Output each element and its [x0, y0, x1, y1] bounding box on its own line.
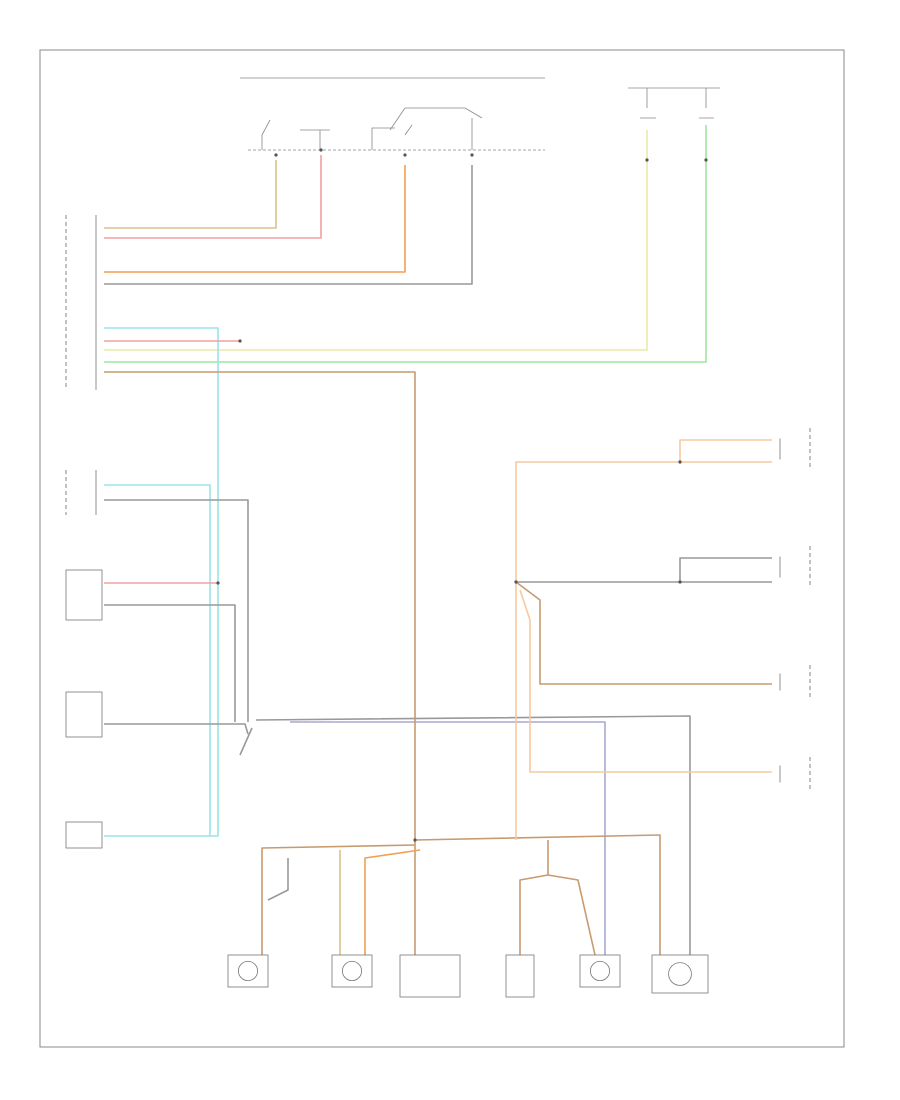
wire-w-orange-top: [104, 165, 406, 273]
wire-w-gray-right: [516, 557, 772, 583]
wire-w-brown-bus: [414, 834, 661, 955]
splice-dot: [704, 158, 708, 162]
splice-dot: [645, 158, 649, 162]
wire-w-brown-split: [519, 840, 549, 955]
components: [65, 215, 811, 998]
component-relay-box: [399, 954, 461, 998]
wire-w-cyan-b: [104, 484, 211, 836]
splice-dot: [470, 153, 474, 157]
wire-w-brown-split2: [547, 874, 596, 956]
splice-dot: [678, 460, 682, 464]
wire-w-violet: [290, 721, 606, 960]
splice-dot: [413, 838, 417, 842]
wire-w-green-right: [104, 125, 707, 363]
wire-w-orange-bottom: [364, 849, 421, 955]
wire-w-gray-ign: [267, 858, 289, 901]
wire-w-pink-top: [104, 155, 322, 239]
wire-w-lorange-right3: [519, 589, 772, 773]
splice-dot: [274, 153, 278, 157]
component-connector: [505, 954, 535, 998]
component-clock: [65, 470, 97, 515]
component-motor-2: [331, 954, 373, 988]
component-central-module: [65, 215, 97, 390]
splice-dot: [238, 339, 242, 343]
wire-w-cyan-a: [104, 327, 219, 837]
splice-dot: [403, 153, 407, 157]
component-sensor-4: [779, 757, 811, 791]
component-sensor-3: [779, 665, 811, 699]
wire-w-brown-left: [261, 844, 416, 955]
component-switch-module: [65, 569, 103, 621]
splice-dot: [216, 581, 220, 585]
wire-w-yellow-right: [104, 130, 648, 351]
component-motor-1: [227, 954, 269, 988]
component-sensor-2: [779, 546, 811, 588]
wire-w-gray-switch: [104, 604, 236, 722]
wire-w-tan-top: [104, 160, 277, 229]
wire-w-gray-top: [104, 165, 473, 285]
splice-dot: [514, 580, 518, 584]
wire-w-lorange-right: [515, 439, 772, 840]
splice-points: [216, 148, 708, 842]
wire-w-gray-clock: [104, 499, 249, 722]
component-motor-4: [651, 954, 709, 994]
splice-dot: [678, 580, 682, 584]
component-emergency-module: [65, 821, 103, 849]
diagram-frame: [39, 49, 845, 1048]
wire-w-brown-right: [515, 581, 772, 685]
component-motor-3: [579, 954, 621, 988]
wire-w-gray-bus: [255, 715, 691, 960]
fuse-panel-area: [240, 77, 720, 151]
wire-w-gray-ground: [239, 727, 253, 756]
splice-dot: [319, 148, 323, 152]
wires: [104, 125, 772, 965]
wire-w-gray-mod: [104, 723, 249, 735]
component-sensor-1: [779, 428, 811, 470]
component-electronic-module: [65, 691, 103, 738]
wire-w-brown-main: [104, 371, 416, 965]
